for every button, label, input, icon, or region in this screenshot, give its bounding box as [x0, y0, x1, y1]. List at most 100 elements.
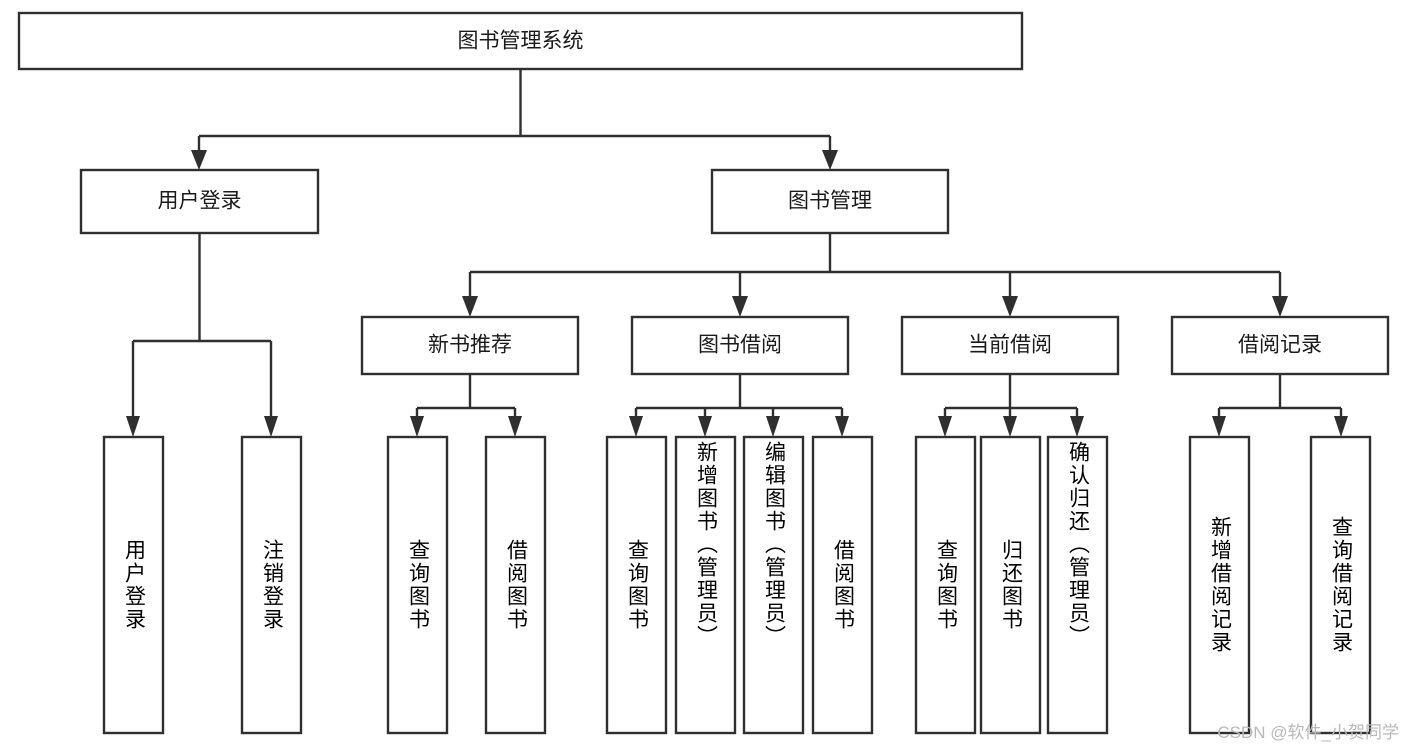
connector-currentborrow-to-leaves — [938, 374, 1084, 437]
node-root-label: 图书管理系统 — [458, 30, 584, 53]
arrow-head-icon — [462, 296, 478, 317]
node-borrow-record-label: 借阅记录 — [1238, 334, 1322, 357]
node-leaf-query-borrow-record[interactable]: 查询借阅记录 — [1309, 435, 1372, 735]
node-current-borrow[interactable]: 当前借阅 — [900, 315, 1120, 376]
node-leaf-text-area: 借阅图书 — [831, 539, 855, 631]
node-leaf-text-area: 新增图书（管理员） — [694, 441, 718, 648]
node-leaf-label: 注销登录 — [260, 539, 284, 631]
node-leaf-text-area: 新增借阅记录 — [1208, 516, 1232, 654]
arrow-head-icon — [1334, 416, 1348, 437]
node-leaf-text-area: 查询图书 — [934, 539, 958, 631]
arrow-head-icon — [126, 416, 140, 437]
connector-bookborrow-to-leaves — [629, 374, 849, 437]
arrow-head-icon — [1003, 416, 1017, 437]
node-leaf-label: 新增图书（管理员） — [694, 441, 718, 648]
node-leaf-label: 归还图书 — [999, 539, 1023, 631]
connector-bookmanage-to-level2 — [462, 233, 1288, 317]
node-leaf-borrow-book-1[interactable]: 借阅图书 — [484, 435, 547, 735]
node-leaf-text-area: 查询图书 — [406, 539, 430, 631]
node-book-manage[interactable]: 图书管理 — [710, 168, 950, 235]
node-leaf-text-area: 查询图书 — [625, 539, 649, 631]
node-leaf-borrow-book-2[interactable]: 借阅图书 — [811, 435, 874, 735]
arrow-head-icon — [508, 416, 522, 437]
arrow-head-icon — [1212, 416, 1226, 437]
node-leaf-label: 新增借阅记录 — [1208, 516, 1232, 654]
node-leaf-return-book[interactable]: 归还图书 — [979, 435, 1042, 735]
node-leaf-edit-book-admin[interactable]: 编辑图书（管理员） — [742, 435, 805, 735]
node-leaf-box — [1046, 435, 1109, 735]
node-leaf-query-book-1[interactable]: 查询图书 — [386, 435, 449, 735]
node-user-login-box — [79, 168, 320, 235]
node-leaf-user-login[interactable]: 用户登录 — [102, 435, 165, 735]
node-leaf-box — [102, 435, 165, 735]
node-leaf-add-borrow-record[interactable]: 新增借阅记录 — [1188, 435, 1251, 735]
node-leaf-box — [1309, 435, 1372, 735]
node-user-login-label: 用户登录 — [158, 190, 242, 213]
node-user-login[interactable]: 用户登录 — [79, 168, 320, 235]
node-leaf-query-book-2[interactable]: 查询图书 — [605, 435, 668, 735]
node-leaf-box — [914, 435, 977, 735]
arrow-head-icon — [938, 416, 952, 437]
node-leaf-text-area: 借阅图书 — [504, 539, 528, 631]
node-leaf-label: 借阅图书 — [831, 539, 855, 631]
node-leaf-box — [811, 435, 874, 735]
node-root-box — [17, 11, 1024, 71]
node-leaf-box — [742, 435, 805, 735]
node-leaf-logout-login[interactable]: 注销登录 — [240, 435, 303, 735]
arrow-head-icon — [698, 416, 712, 437]
arrow-head-icon — [835, 416, 849, 437]
node-leaf-confirm-return-admin[interactable]: 确认归还（管理员） — [1046, 435, 1109, 735]
node-leaf-text-area: 注销登录 — [260, 539, 284, 631]
node-current-borrow-box — [900, 315, 1120, 376]
connector-userlogin-to-leaves — [126, 233, 278, 437]
node-leaf-text-area: 查询借阅记录 — [1329, 516, 1353, 654]
node-leaf-label: 查询图书 — [934, 539, 958, 631]
node-leaf-label: 借阅图书 — [504, 539, 528, 631]
node-book-borrow[interactable]: 图书借阅 — [630, 315, 850, 376]
node-leaf-add-book-admin[interactable]: 新增图书（管理员） — [674, 435, 737, 735]
connector-newbook-to-leaves — [410, 374, 522, 437]
arrow-head-icon — [191, 150, 207, 170]
node-new-book-recommend[interactable]: 新书推荐 — [360, 315, 580, 376]
node-leaf-box — [240, 435, 303, 735]
node-leaf-label: 查询借阅记录 — [1329, 516, 1353, 654]
node-leaf-text-area: 编辑图书（管理员） — [762, 441, 786, 648]
node-leaf-label: 用户登录 — [122, 539, 146, 631]
arrow-head-icon — [264, 416, 278, 437]
arrow-head-icon — [1070, 416, 1084, 437]
node-book-borrow-label: 图书借阅 — [698, 334, 782, 357]
node-book-manage-label: 图书管理 — [788, 190, 872, 213]
node-leaf-label: 编辑图书（管理员） — [762, 441, 786, 648]
arrow-head-icon — [822, 150, 838, 170]
node-leaf-box — [674, 435, 737, 735]
node-leaf-box — [605, 435, 668, 735]
connector-root-to-level1 — [191, 69, 838, 170]
node-leaf-text-area: 用户登录 — [122, 539, 146, 631]
connector-borrowrecord-to-leaves — [1212, 374, 1348, 437]
csdn-watermark: CSDN @软件_小贺同学 — [1217, 723, 1399, 742]
node-book-manage-box — [710, 168, 950, 235]
node-leaf-box — [484, 435, 547, 735]
node-leaf-label: 查询图书 — [625, 539, 649, 631]
node-leaf-label: 查询图书 — [406, 539, 430, 631]
node-leaf-text-area: 确认归还（管理员） — [1066, 441, 1090, 648]
arrow-head-icon — [1272, 296, 1288, 317]
node-leaf-query-book-3[interactable]: 查询图书 — [914, 435, 977, 735]
node-new-book-recommend-label: 新书推荐 — [428, 334, 512, 357]
node-root[interactable]: 图书管理系统 — [17, 11, 1024, 71]
arrow-head-icon — [766, 416, 780, 437]
arrow-head-icon — [1002, 296, 1018, 317]
node-leaf-label: 确认归还（管理员） — [1066, 441, 1090, 648]
node-leaf-text-area: 归还图书 — [999, 539, 1023, 631]
node-borrow-record[interactable]: 借阅记录 — [1170, 315, 1390, 376]
node-leaf-box — [386, 435, 449, 735]
arrow-head-icon — [732, 296, 748, 317]
node-leaf-box — [1188, 435, 1251, 735]
node-new-book-recommend-box — [360, 315, 580, 376]
node-book-borrow-box — [630, 315, 850, 376]
node-borrow-record-box — [1170, 315, 1390, 376]
node-current-borrow-label: 当前借阅 — [968, 334, 1052, 357]
node-leaf-box — [979, 435, 1042, 735]
